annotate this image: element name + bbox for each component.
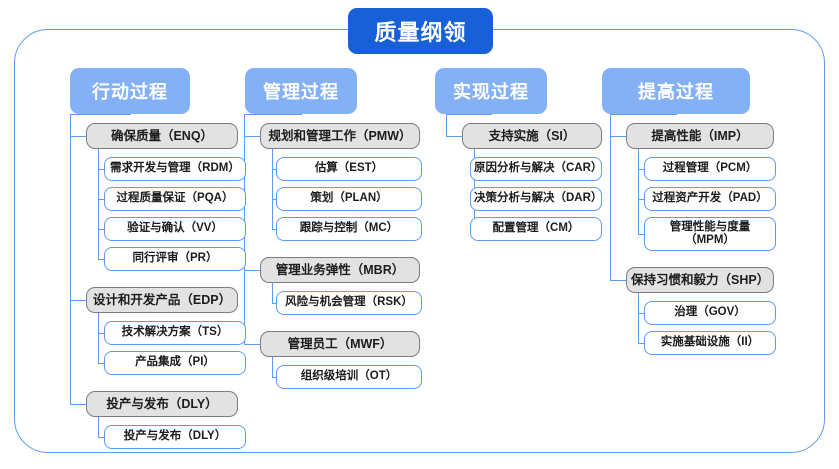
leaf-node-col-manage-1-0[interactable]: 风险与机会管理（RSK） <box>276 291 422 315</box>
leaf-node-col-improve-0-0[interactable]: 过程管理（PCM） <box>644 157 776 181</box>
group-node-col-implement-0[interactable]: 支持实施（SI） <box>462 123 602 149</box>
leaf-node-col-implement-0-2[interactable]: 配置管理（CM） <box>470 217 602 241</box>
connector-spine-col-action-2 <box>98 417 100 437</box>
group-node-col-action-2[interactable]: 投产与发布（DLY） <box>86 391 238 417</box>
connector-spine-col-improve-0 <box>638 149 640 234</box>
leaf-node-col-implement-0-0[interactable]: 原因分析与解决（CAR） <box>470 157 602 181</box>
column-header-col-implement[interactable]: 实现过程 <box>435 68 547 114</box>
leaf-node-col-manage-0-0[interactable]: 估算（EST） <box>276 157 422 181</box>
connector-header-elbow-col-improve <box>610 114 678 116</box>
connector-leaf-col-action-1-0 <box>98 333 104 335</box>
connector-spine-col-manage-1 <box>272 283 274 303</box>
leaf-node-col-manage-0-2[interactable]: 跟踪与控制（MC） <box>276 217 422 241</box>
connector-trunk-col-improve-1 <box>610 280 626 282</box>
connector-header-elbow-col-implement <box>446 114 493 116</box>
leaf-node-col-improve-1-1[interactable]: 实施基础设施（II） <box>644 331 776 355</box>
group-node-col-manage-1[interactable]: 管理业务弹性（MBR） <box>260 257 420 283</box>
column-header-col-action[interactable]: 行动过程 <box>70 68 190 114</box>
leaf-node-col-improve-1-0[interactable]: 治理（GOV） <box>644 301 776 325</box>
connector-leaf-col-action-0-3 <box>98 259 104 261</box>
connector-leaf-col-improve-0-1 <box>638 199 644 201</box>
connector-leaf-col-improve-0-2 <box>638 234 644 236</box>
connector-trunk-col-improve-0 <box>610 136 626 138</box>
leaf-node-col-action-0-0[interactable]: 需求开发与管理（RDM） <box>104 157 246 181</box>
leaf-node-col-action-1-0[interactable]: 技术解决方案（TS） <box>104 321 246 345</box>
connector-spine-col-manage-2 <box>272 357 274 377</box>
connector-leaf-col-action-0-1 <box>98 199 104 201</box>
leaf-node-col-improve-0-1[interactable]: 过程资产开发（PAD） <box>644 187 776 211</box>
connector-trunk-col-action-0 <box>70 136 86 138</box>
connector-leaf-col-action-0-0 <box>98 169 104 171</box>
group-node-col-manage-2[interactable]: 管理员工（MWF） <box>260 331 420 357</box>
connector-column-trunk-col-implement <box>446 114 448 136</box>
connector-trunk-col-implement-0 <box>446 136 462 138</box>
leaf-node-col-action-0-1[interactable]: 过程质量保证（PQA） <box>104 187 246 211</box>
connector-spine-col-action-0 <box>98 149 100 259</box>
leaf-node-col-implement-0-1[interactable]: 决策分析与解决（DAR） <box>470 187 602 211</box>
connector-column-trunk-col-improve <box>610 114 612 280</box>
connector-header-elbow-col-manage <box>244 114 303 116</box>
connector-leaf-col-manage-2-0 <box>272 377 276 379</box>
connector-header-elbow-col-action <box>70 114 132 116</box>
connector-leaf-col-manage-1-0 <box>272 303 276 305</box>
leaf-node-col-manage-2-0[interactable]: 组织级培训（OT） <box>276 365 422 389</box>
connector-spine-col-action-1 <box>98 313 100 363</box>
connector-trunk-col-manage-1 <box>244 270 260 272</box>
connector-trunk-col-action-2 <box>70 404 86 406</box>
group-node-col-action-1[interactable]: 设计和开发产品（EDP） <box>86 287 238 313</box>
connector-trunk-col-manage-0 <box>244 136 260 138</box>
leaf-node-col-action-0-3[interactable]: 同行评审（PR） <box>104 247 246 271</box>
group-node-col-manage-0[interactable]: 规划和管理工作（PMW） <box>260 123 420 149</box>
connector-trunk-col-manage-2 <box>244 344 260 346</box>
connector-trunk-col-action-1 <box>70 300 86 302</box>
column-header-col-manage[interactable]: 管理过程 <box>245 68 357 114</box>
connector-leaf-col-manage-0-2 <box>272 229 276 231</box>
connector-column-trunk-col-action <box>70 114 72 404</box>
connector-spine-col-improve-1 <box>638 293 640 343</box>
connector-leaf-col-action-2-0 <box>98 437 104 439</box>
leaf-node-col-manage-0-1[interactable]: 策划（PLAN） <box>276 187 422 211</box>
connector-leaf-col-manage-0-0 <box>272 169 276 171</box>
connector-leaf-col-improve-0-0 <box>638 169 644 171</box>
leaf-node-col-improve-0-2[interactable]: 管理性能与度量（MPM） <box>644 217 776 251</box>
group-node-col-improve-1[interactable]: 保持习惯和毅力（SHP） <box>626 267 774 293</box>
root-title-node[interactable]: 质量纲领 <box>348 8 493 54</box>
connector-leaf-col-action-1-1 <box>98 363 104 365</box>
leaf-node-col-action-0-2[interactable]: 验证与确认（VV） <box>104 217 246 241</box>
connector-leaf-col-improve-1-0 <box>638 313 644 315</box>
leaf-node-col-action-2-0[interactable]: 投产与发布（DLY） <box>104 425 246 449</box>
connector-leaf-col-manage-0-1 <box>272 199 276 201</box>
connector-leaf-col-action-0-2 <box>98 229 104 231</box>
column-header-col-improve[interactable]: 提高过程 <box>602 68 750 114</box>
leaf-node-col-action-1-1[interactable]: 产品集成（PI） <box>104 351 246 375</box>
connector-leaf-col-improve-1-1 <box>638 343 644 345</box>
group-node-col-improve-0[interactable]: 提高性能（IMP） <box>626 123 774 149</box>
connector-spine-col-manage-0 <box>272 149 274 229</box>
group-node-col-action-0[interactable]: 确保质量（ENQ） <box>86 123 238 149</box>
